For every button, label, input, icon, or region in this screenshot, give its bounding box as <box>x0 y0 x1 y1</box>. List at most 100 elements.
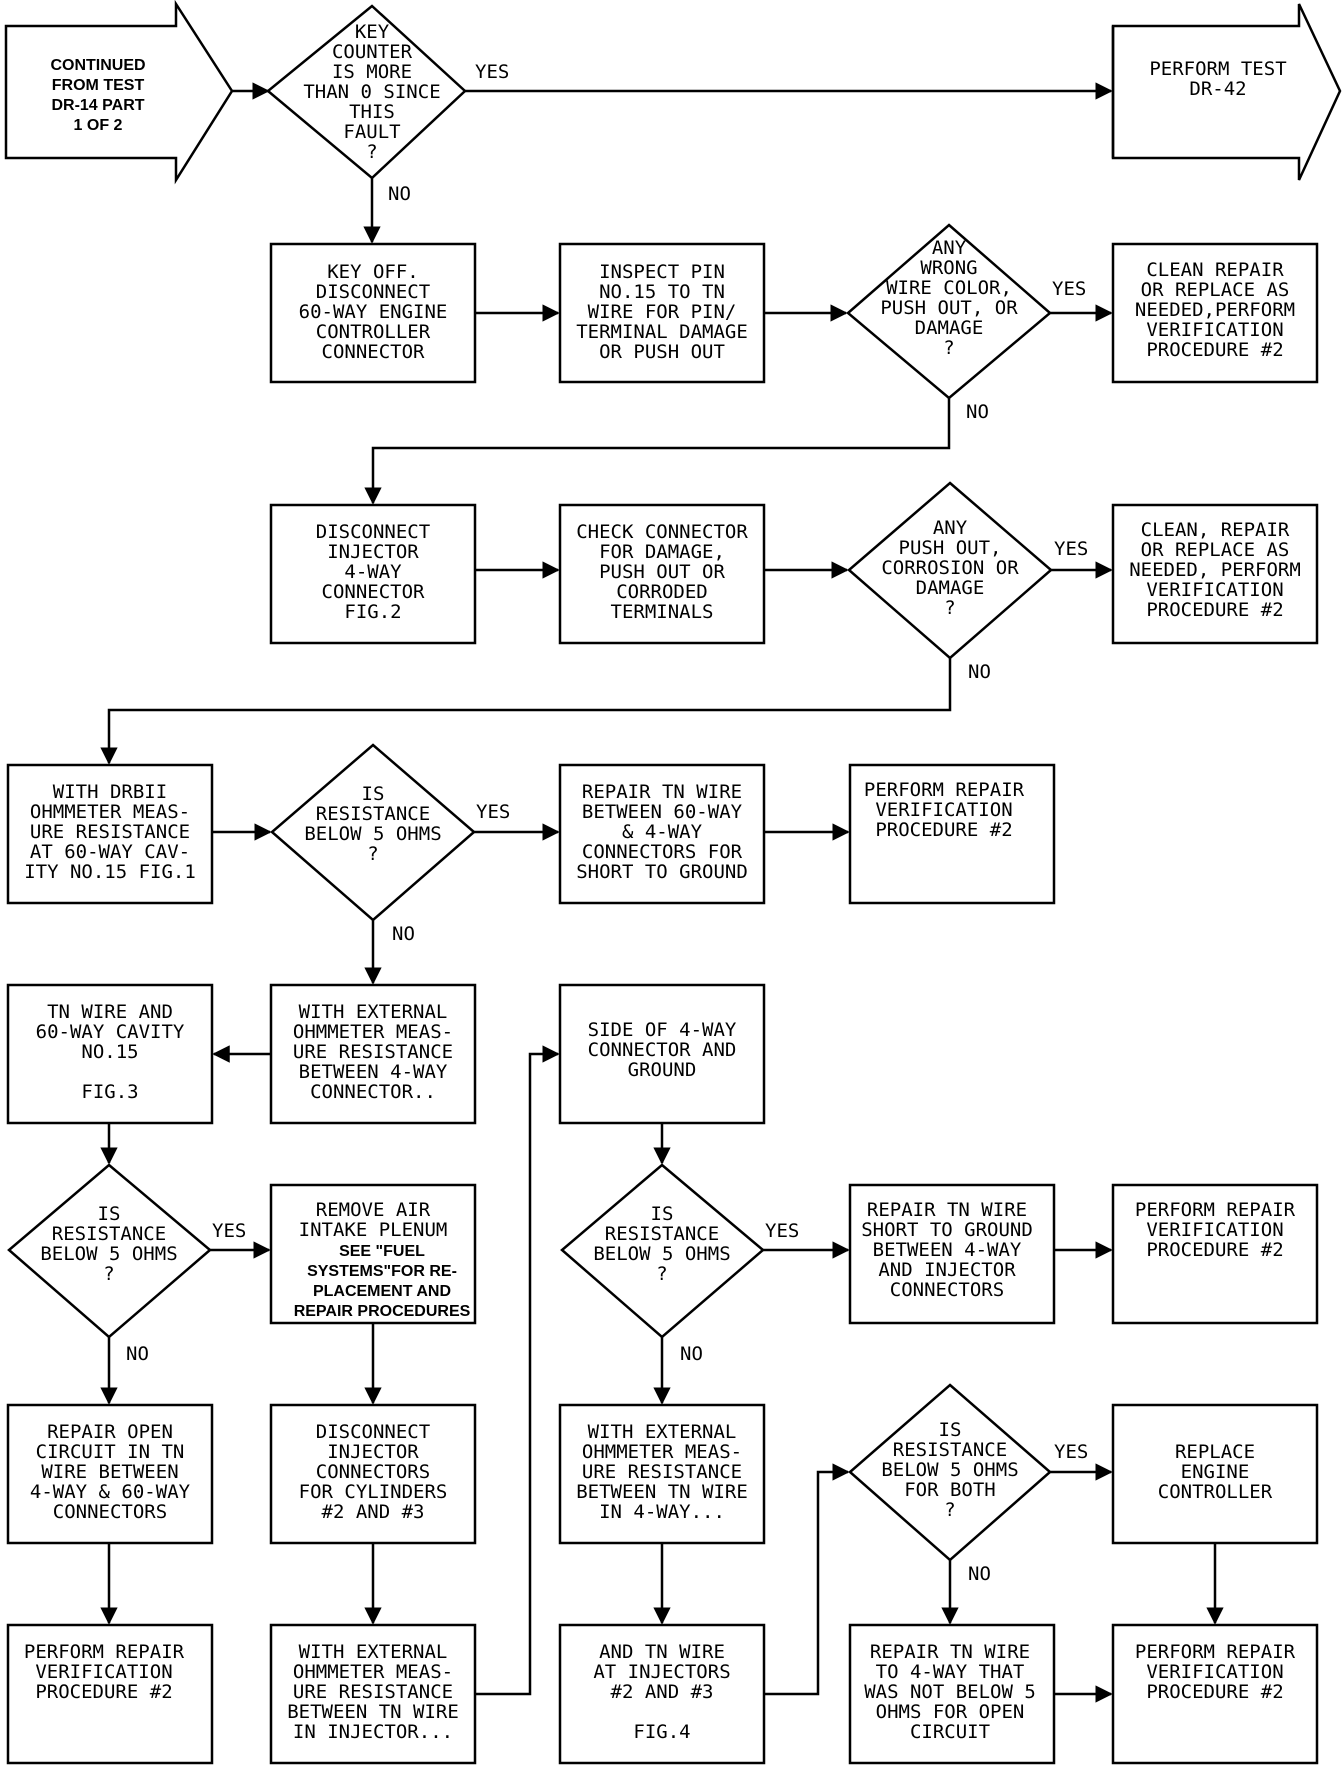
label-line: BETWEEN 60-WAY <box>582 801 743 823</box>
label-line: IN 4-WAY... <box>599 1501 725 1523</box>
start-arrow-shape <box>4 0 234 185</box>
label-line: ? <box>944 597 955 619</box>
label-line: BETWEEN TN WIRE <box>576 1481 748 1503</box>
inspect-pin-box <box>558 242 766 384</box>
label-line: ? <box>656 1263 667 1285</box>
label-line: BELOW 5 OHMS <box>593 1243 730 1265</box>
label-line: IS MORE <box>332 61 412 83</box>
label-line: WITH EXTERNAL <box>588 1421 737 1443</box>
label-line: WIRE FOR PIN/ <box>588 301 737 323</box>
label-line: ANY <box>933 517 968 539</box>
label-line: CONTROLLER <box>316 321 431 343</box>
label-line: NO.15 <box>81 1041 138 1063</box>
label-line: DISCONNECT <box>316 521 430 543</box>
label-line: RESISTANCE <box>893 1439 1007 1461</box>
check-connector-box <box>558 503 766 645</box>
label-line: RESISTANCE <box>316 803 430 825</box>
label-line: COUNTER <box>332 41 413 63</box>
label-line: BETWEEN TN WIRE <box>287 1701 459 1723</box>
label-line: TERMINAL DAMAGE <box>576 321 748 343</box>
label-line: PERFORM REPAIR <box>1135 1199 1296 1221</box>
edge-labels: YES NO YES NO YES NO YES NO YES NO YES N… <box>126 61 1088 1585</box>
label-line: VERIFICATION <box>35 1661 172 1683</box>
label-line: PUSH OUT OR <box>599 561 725 583</box>
label-line: OR REPLACE AS <box>1141 539 1290 561</box>
label-line: ? <box>103 1263 114 1285</box>
ext-ohm-tn-injector-box <box>269 1623 477 1765</box>
label-line: WITH EXTERNAL <box>299 1001 448 1023</box>
label-line: THIS <box>349 101 395 123</box>
label-line: ? <box>367 843 378 865</box>
label-line: REPAIR TN WIRE <box>867 1199 1027 1221</box>
label-line: CONNECTORS FOR <box>582 841 743 863</box>
label-line: OHMS FOR OPEN <box>876 1701 1025 1723</box>
edge-label-no: NO <box>966 401 989 423</box>
label-line: IS <box>939 1419 962 1441</box>
label-line: CONNECTORS <box>53 1501 167 1523</box>
label-line: BETWEEN 4-WAY <box>299 1061 448 1083</box>
label-line: INJECTOR <box>327 1441 419 1463</box>
edge-label-no: NO <box>968 1563 991 1585</box>
label-line: PROCEDURE #2 <box>35 1681 172 1703</box>
label-line: CIRCUIT <box>910 1721 990 1743</box>
label-line: WIRE BETWEEN <box>41 1461 178 1483</box>
label-line: PROCEDURE #2 <box>1146 1681 1283 1703</box>
edge-label-yes: YES <box>475 61 509 83</box>
label-line: CONNECTOR <box>322 581 426 603</box>
edge-label-yes: YES <box>212 1220 246 1242</box>
label-line: DR-14 PART <box>51 97 144 114</box>
label-line: BELOW 5 OHMS <box>304 823 441 845</box>
label-line: IS <box>651 1203 674 1225</box>
label-line: OR PUSH OUT <box>599 341 725 363</box>
label-line: DISCONNECT <box>316 1421 430 1443</box>
label-line: DR-42 <box>1189 78 1246 100</box>
label-line: 1 OF 2 <box>74 117 123 134</box>
disconnect-injector-box <box>269 503 477 645</box>
label-line: 60-WAY CAVITY <box>36 1021 185 1043</box>
replace-controller-box <box>1111 1403 1319 1545</box>
label-line: OHMMETER MEAS- <box>293 1021 453 1043</box>
label-line: ? <box>366 141 377 163</box>
label-line: WITH EXTERNAL <box>299 1641 448 1663</box>
label-line: #2 AND #3 <box>322 1501 425 1523</box>
label-line: PERFORM REPAIR <box>24 1641 185 1663</box>
verify-1-box <box>848 763 1056 905</box>
label-line: CONNECTOR <box>322 341 426 363</box>
verify-4-box <box>1111 1623 1319 1765</box>
label-line: WRONG <box>920 257 977 279</box>
label-line: ENGINE <box>1181 1461 1250 1483</box>
clean-repair-2-box <box>1111 503 1319 645</box>
label-line: AT INJECTORS <box>593 1661 730 1683</box>
label-line: FOR DAMAGE, <box>599 541 725 563</box>
ext-ohm-tn-4way-box <box>558 1403 766 1545</box>
label-line: URE RESISTANCE <box>293 1681 453 1703</box>
label-line: CORROSION OR <box>881 557 1019 579</box>
label-line: REPLACE <box>1175 1441 1255 1463</box>
label-line: TN WIRE AND <box>47 1001 173 1023</box>
label-line: SIDE OF 4-WAY <box>588 1019 737 1041</box>
edge-label-yes: YES <box>1054 538 1088 560</box>
label-line: OHMMETER MEAS- <box>293 1661 453 1683</box>
edge-label-no: NO <box>392 923 415 945</box>
label-line: CLEAN REPAIR <box>1146 259 1284 281</box>
label-line: PLACEMENT AND <box>313 1283 451 1300</box>
clean-repair-1-box <box>1111 242 1319 384</box>
label-line: BELOW 5 OHMS <box>881 1459 1018 1481</box>
label-line: RESISTANCE <box>605 1223 719 1245</box>
